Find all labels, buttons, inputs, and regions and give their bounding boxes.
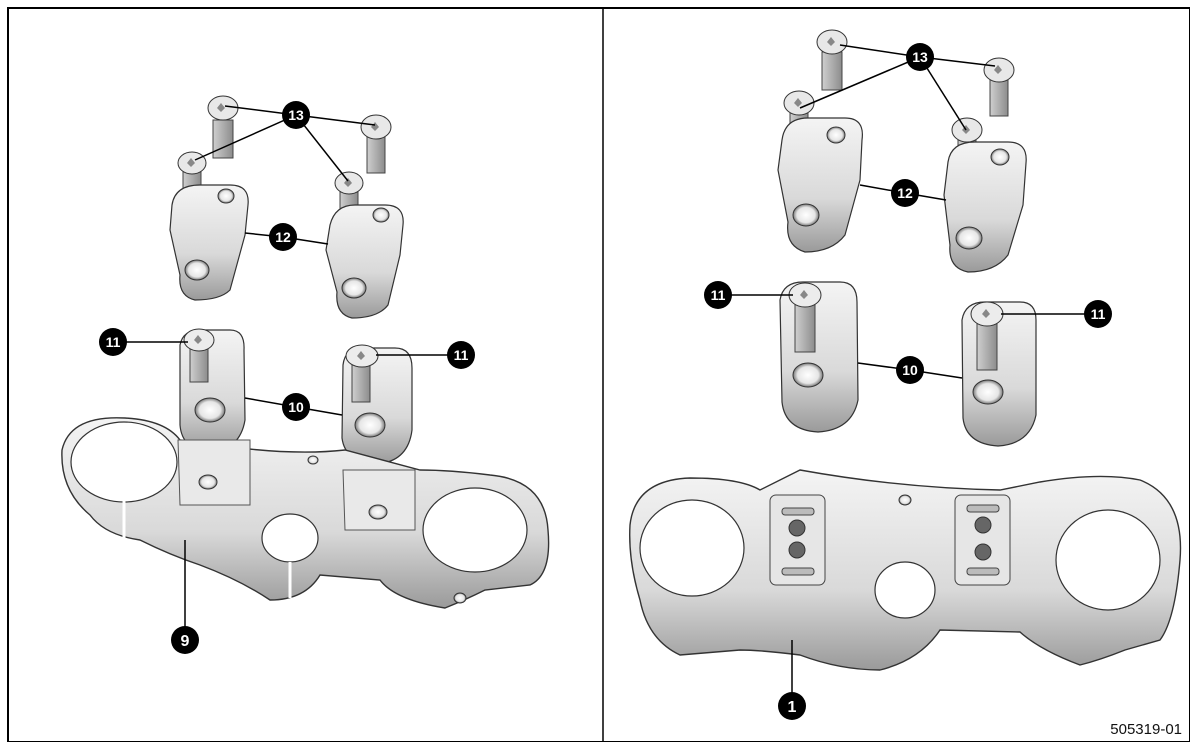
callout-11-right-a: 11 (704, 281, 732, 309)
riser-10-right-b (961, 301, 1037, 447)
callout-11-left-a: 11 (99, 328, 127, 356)
clamp-12-left-b (325, 204, 404, 319)
riser-10-left-b (341, 344, 413, 465)
svg-text:13: 13 (912, 49, 928, 65)
riser-10-right-a (779, 281, 859, 433)
callout-1-right: 1 (778, 692, 806, 720)
svg-text:11: 11 (711, 287, 726, 303)
bolt-13-right-a (816, 29, 848, 91)
right-panel: 13 12 11 11 10 1 (629, 29, 1182, 720)
svg-text:13: 13 (288, 107, 304, 123)
diagram-border (7, 7, 1190, 742)
figure-id-label: 505319-01 (1110, 721, 1182, 738)
clamp-12-right-b (943, 141, 1027, 273)
callout-10-left: 10 (282, 393, 310, 421)
svg-text:11: 11 (1091, 306, 1106, 322)
svg-text:12: 12 (275, 229, 291, 245)
svg-text:9: 9 (181, 633, 190, 650)
bolt-13-left-a (207, 95, 239, 159)
bolt-13-left-b (360, 114, 392, 174)
callout-9-left: 9 (171, 626, 199, 654)
svg-text:11: 11 (454, 347, 469, 363)
callout-13-left: 13 (282, 101, 310, 129)
riser-10-left-a (179, 328, 246, 453)
svg-text:1: 1 (788, 699, 797, 716)
clamp-12-left-a (169, 184, 249, 301)
callout-12-left: 12 (269, 223, 297, 251)
right-leader-lines (718, 44, 1098, 693)
triple-clamp-9 (61, 417, 550, 609)
svg-text:10: 10 (288, 399, 304, 415)
callout-11-right-b: 11 (1084, 300, 1112, 328)
svg-text:10: 10 (902, 362, 918, 378)
bolt-13-right-b (983, 57, 1015, 117)
svg-text:11: 11 (106, 334, 121, 350)
callout-13-right: 13 (906, 43, 934, 71)
left-panel: 13 12 11 11 10 9 (61, 95, 550, 654)
callout-11-left-b: 11 (447, 341, 475, 369)
clamp-12-right-a (777, 117, 863, 253)
svg-text:12: 12 (897, 185, 913, 201)
callout-10-right: 10 (896, 356, 924, 384)
triple-clamp-1 (629, 469, 1182, 671)
callout-12-right: 12 (891, 179, 919, 207)
